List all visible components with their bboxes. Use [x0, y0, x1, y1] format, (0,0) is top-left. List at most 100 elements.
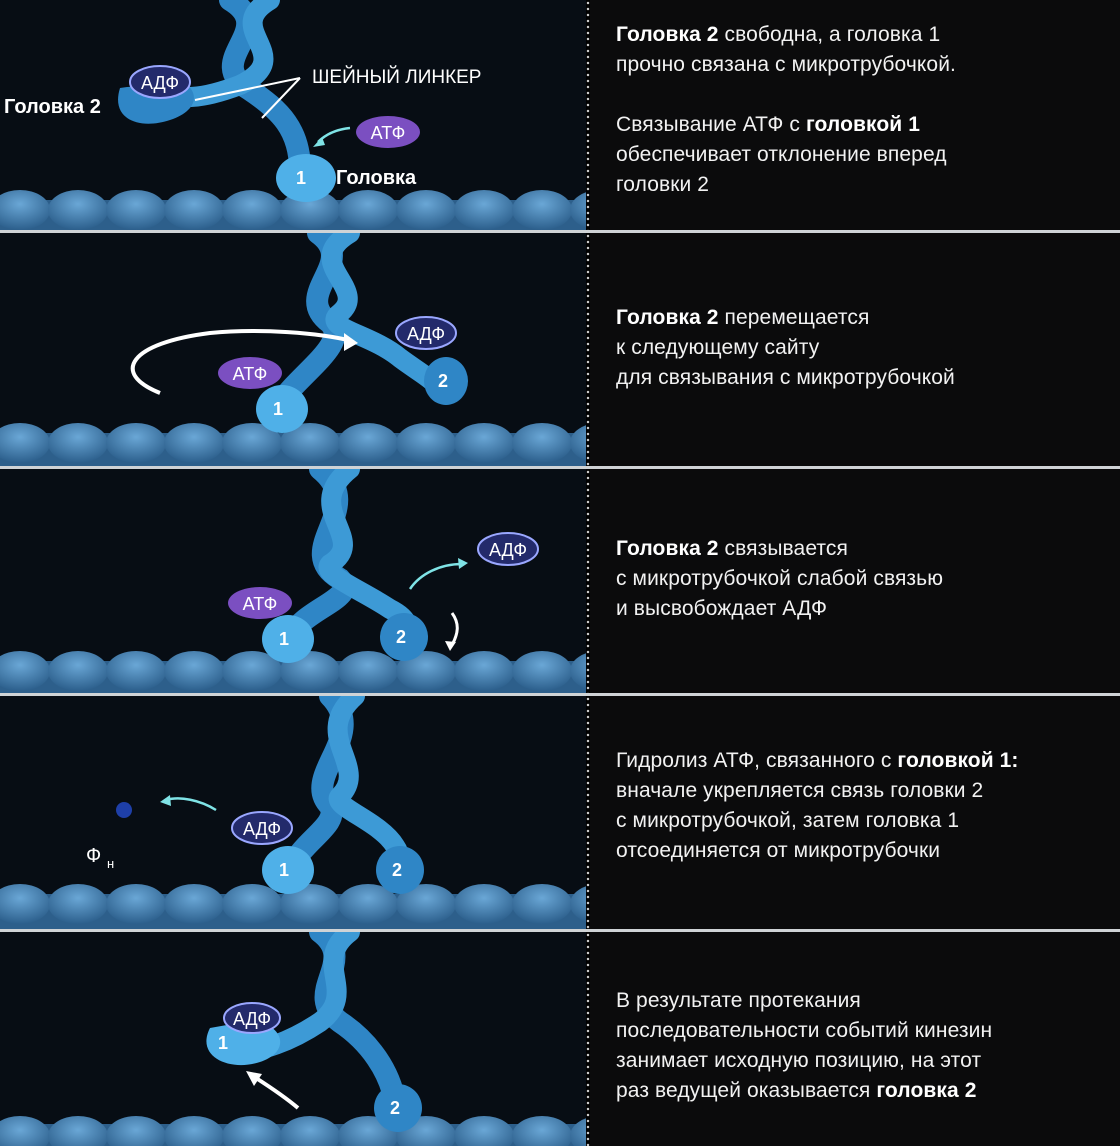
description-step-3: Головка 2 связывается с микротрубочкой с…	[590, 469, 1120, 693]
head-1	[262, 846, 314, 894]
head-2-number: 2	[438, 371, 448, 391]
text: Связывание АТФ с	[616, 113, 806, 136]
description-step-4: Гидролиз АТФ, связанного с головкой 1: в…	[590, 696, 1120, 929]
atp-label: АТФ	[243, 594, 278, 614]
divider-dots	[586, 0, 590, 230]
down-arrow-icon	[450, 612, 459, 646]
illustration-step-4: 2 1 АДФ Ф н	[0, 696, 586, 929]
adp-badge	[223, 1002, 281, 1034]
head-1	[276, 154, 336, 202]
atp-badge	[228, 587, 292, 619]
line: обеспечивает отклонение вперед	[616, 140, 1110, 170]
adp-label: АДФ	[233, 1009, 271, 1029]
phosphate-label: Ф	[86, 845, 101, 867]
kinesin-diagram-4: 2 1 АДФ Ф н	[0, 696, 586, 929]
phosphate-dot	[116, 802, 132, 818]
line: В результате протекания	[616, 986, 1110, 1016]
text: для связывания с микротрубочкой	[616, 366, 955, 389]
separator	[0, 929, 1120, 932]
head-2-number: 2	[390, 1098, 400, 1118]
description-step-2: Головка 2 перемещается к следующему сайт…	[590, 233, 1120, 466]
line: прочно связана с микротрубочкой.	[616, 50, 1110, 80]
neck-linker-label: ШЕЙНЫЙ ЛИНКЕР	[312, 66, 481, 88]
step-panel-2: 2 АДФ 1 АТФ Головка 2 перемещается к сле…	[0, 233, 1120, 466]
bold: головкой 1	[805, 113, 921, 136]
text: Гидролиз АТФ, связанного с	[616, 749, 898, 772]
head-2-label: Головка 2	[4, 96, 101, 118]
adp-label: АДФ	[489, 540, 527, 560]
kinesin-stalk	[279, 696, 410, 884]
step-1-text: Головка 2 свободна, а головка 1 прочно с…	[616, 20, 1110, 200]
adp-label: АДФ	[141, 73, 179, 93]
line: к следующему сайту	[616, 333, 1110, 363]
line: Головка 2 перемещается	[616, 303, 1110, 333]
text: к следующему сайту	[616, 336, 820, 359]
head-2-number: 2	[392, 860, 402, 880]
kinesin-stalk	[269, 233, 450, 414]
step-5-text: В результате протекания последовательнос…	[616, 986, 1110, 1106]
illustration-step-1: АДФ Головка 2 ШЕЙНЫЙ ЛИНКЕР 1 Головка АТ…	[0, 0, 586, 230]
head-1-number: 1	[279, 860, 289, 880]
step-3-text: Головка 2 связывается с микротрубочкой с…	[616, 534, 1110, 624]
illustration-step-5: АДФ 1 2	[0, 932, 586, 1146]
head-1-number: 1	[273, 399, 283, 419]
line: вначале укрепляется связь головки 2	[616, 776, 1110, 806]
kinesin-diagram-3: 2 1 АТФ АДФ	[0, 469, 586, 693]
microtubule	[0, 884, 586, 929]
bold: Головка 2	[616, 537, 719, 560]
head-1	[256, 385, 308, 433]
phosphate-subscript: н	[107, 856, 114, 871]
text: перемещается	[718, 306, 870, 329]
release-arrow-icon	[408, 562, 463, 590]
line: Головка 2 связывается	[616, 534, 1110, 564]
kinesin-diagram-2: 2 АДФ 1 АТФ	[0, 233, 586, 466]
step-4-text: Гидролиз АТФ, связанного с головкой 1: в…	[616, 746, 1110, 866]
head-2	[376, 846, 424, 894]
divider-dots	[586, 932, 590, 1146]
step-2-text: Головка 2 перемещается к следующему сайт…	[616, 303, 1110, 393]
text: последовательности событий кинезин	[616, 1019, 993, 1042]
neck-linker-callout	[194, 77, 301, 119]
head-1-number: 1	[279, 629, 289, 649]
line: отсоединяется от микротрубочки	[616, 836, 1110, 866]
head-1-number: 1	[218, 1033, 228, 1053]
head-1	[262, 615, 314, 663]
bold: головка 2	[876, 1079, 977, 1102]
step-panel-3: 2 1 АТФ АДФ Головка 2 связывается с микр…	[0, 469, 1120, 693]
divider-dots	[586, 696, 590, 929]
atp-badge	[356, 116, 420, 148]
line: и высвобождает АДФ	[616, 594, 1110, 624]
line: последовательности событий кинезин	[616, 1016, 1110, 1046]
step-panel-1: АДФ Головка 2 ШЕЙНЫЙ ЛИНКЕР 1 Головка АТ…	[0, 0, 1120, 230]
head-1-label: Головка	[336, 167, 417, 189]
text: отсоединяется от микротрубочки	[616, 839, 941, 862]
line: Головка 2 свободна, а головка 1	[616, 20, 1110, 50]
head-2	[374, 1084, 422, 1132]
kinesin-diagram-5: АДФ 1 2	[0, 932, 586, 1146]
atp-label: АТФ	[371, 123, 406, 143]
text: В результате протекания	[616, 989, 861, 1012]
line: Гидролиз АТФ, связанного с головкой 1:	[616, 746, 1110, 776]
bold: головкой 1:	[897, 749, 1019, 772]
bold: Головка 2	[616, 23, 719, 46]
return-arrow-icon	[254, 1076, 300, 1110]
description-step-5: В результате протекания последовательнос…	[590, 932, 1120, 1146]
illustration-step-2: 2 АДФ 1 АТФ	[0, 233, 586, 466]
line: Связывание АТФ с головкой 1	[616, 110, 1110, 140]
separator	[0, 466, 1120, 469]
head-2	[424, 357, 468, 405]
divider-dots	[586, 469, 590, 693]
text: свободна, а головка 1	[718, 23, 941, 46]
text: и высвобождает АДФ	[616, 597, 828, 620]
line: с микротрубочкой, затем головка 1	[616, 806, 1110, 836]
separator	[0, 693, 1120, 696]
kinesin-diagram-1: АДФ Головка 2 ШЕЙНЫЙ ЛИНКЕР 1 Головка АТ…	[0, 0, 586, 230]
spacer	[616, 80, 1110, 110]
text: с микротрубочкой слабой связью	[616, 567, 944, 590]
atp-badge	[218, 357, 282, 389]
step-panel-4: 2 1 АДФ Ф н Гидролиз АТФ, связанного с г…	[0, 696, 1120, 929]
adp-label: АДФ	[407, 324, 445, 344]
line: занимает исходную позицию, на этот	[616, 1046, 1110, 1076]
text: прочно связана с микротрубочкой.	[616, 53, 956, 76]
adp-badge	[231, 811, 293, 845]
